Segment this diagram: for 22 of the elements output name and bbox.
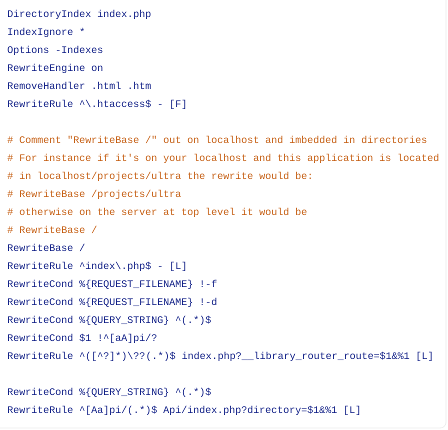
code-line: IndexIgnore *: [8, 28, 84, 38]
code-line: RewriteCond %{REQUEST_FILENAME} !-f: [8, 280, 217, 290]
code-line: RewriteRule ^([^?]*)\??: [8, 352, 144, 362]
code-line: RemoveHandler .html .htm: [8, 82, 151, 90]
code-line: RewriteCond %{QUERY_STRING} ^(.*)$: [8, 316, 211, 326]
code-comment: # in localhost/projects/ultra the rewrite would be:: [7, 172, 311, 182]
code-line: RewriteEngine on: [8, 64, 102, 74]
code-comment: # RewriteBase /projects/ultra: [7, 190, 181, 200]
code-line: Options -Indexes: [8, 46, 102, 56]
code-line: RewriteCond %{REQUEST_FILENAME} !-d: [8, 298, 216, 308]
code-line: RewriteBase /: [8, 244, 85, 252]
code-line: DirectoryIndex index.php: [8, 10, 151, 20]
code-line: RewriteRule ^index\.php$ - [L]: [8, 262, 186, 272]
code-line: RewriteCond $1 !^[aA]pi/?: [8, 334, 156, 344]
code-line: RewriteCond %{QUERY_STRING} ^(.*)$: [8, 388, 211, 398]
code-comment: # Comment "RewriteBase /" out on localhost and imbedded in directories: [7, 136, 426, 144]
code-line: RewriteRule ^\.htaccess$ - [F]: [8, 100, 186, 110]
code-comment: # RewriteBase /: [7, 226, 97, 234]
code-comment: # otherwise on the server at top level it would be: [7, 208, 307, 218]
code-line: RewriteRule ^[Aa]pi/(.*)$ Api/index.php?directory=$1&%1 [L]: [8, 406, 360, 416]
code-comment: # For instance if it's on your localhost and this application is located: [7, 154, 438, 164]
code-line: (.*)$ index.php?__library_router_route=$1&%1 [L]: [147, 352, 432, 362]
